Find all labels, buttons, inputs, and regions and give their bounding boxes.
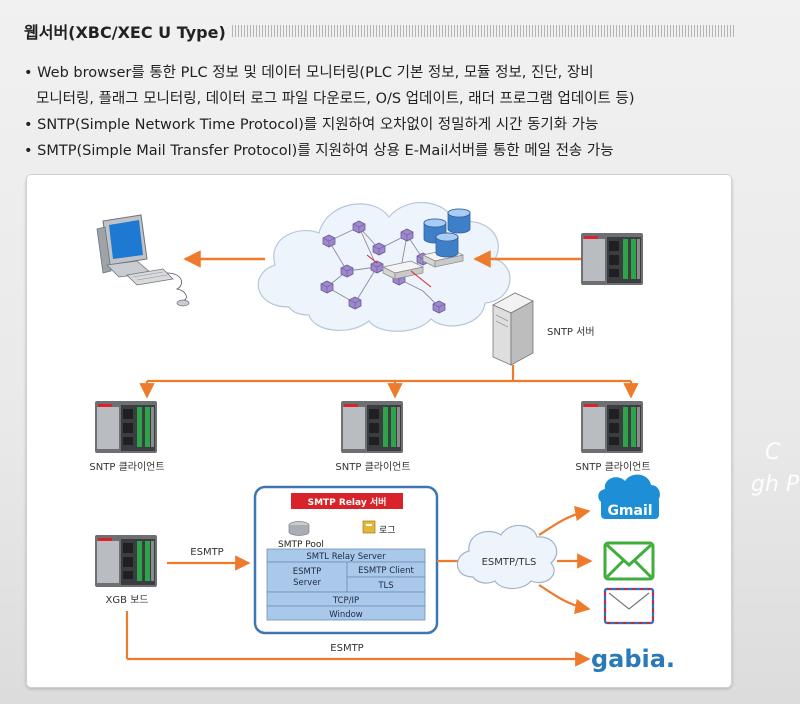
sntp-client-label-2: SNTP 클라이언트 xyxy=(335,461,410,473)
bullet-smtp: • SMTP(Simple Mail Transfer Protocol)를 지… xyxy=(24,143,614,159)
internet-cloud xyxy=(257,202,511,332)
sntp-distribution-lines xyxy=(139,365,639,399)
plc-web-server-icon xyxy=(581,233,643,285)
esmtp-tls-cloud xyxy=(456,524,558,590)
feature-list: • Web browser를 통한 PLC 정보 및 데이터 모니터링(PLC … xyxy=(24,60,764,164)
title-row: 웹서버(XBC/XEC U Type) xyxy=(24,14,734,48)
stack-tcpip: TCP/IP xyxy=(332,596,359,606)
xgb-board-label: XGB 보드 xyxy=(105,594,148,606)
stack-window: Window xyxy=(329,610,363,620)
sntp-client-plc-2 xyxy=(341,401,403,453)
log-label: 로그 xyxy=(379,526,396,536)
log-icon xyxy=(362,520,376,534)
gmail-label: Gmail xyxy=(607,503,652,519)
relay-title: SMTP Relay 서버 xyxy=(308,496,387,508)
bullet-web-browser-cont: 모니터링, 플래그 모니터링, 데이터 로그 파일 다운로드, O/S 업데이트… xyxy=(36,91,635,107)
gabia-logo: gabia. xyxy=(591,645,675,673)
green-mail-icon xyxy=(603,541,655,581)
diagram-panel: SNTP 서버 SNTP 클라이언트 SNTP 클라이언트 SNTP 클라이언트… xyxy=(26,174,732,688)
smtp-pool-icon xyxy=(288,521,310,536)
smtp-pool-label: SMTP Pool xyxy=(278,540,324,550)
page-title: 웹서버(XBC/XEC U Type) xyxy=(24,23,226,42)
sntp-server-icon xyxy=(492,292,534,366)
stack-tls: TLS xyxy=(377,581,393,591)
xgb-board-plc xyxy=(95,535,157,587)
sntp-server-label: SNTP 서버 xyxy=(547,326,595,338)
esmtp-tls-label: ESMTP/TLS xyxy=(482,557,537,568)
airmail-envelope-icon xyxy=(603,587,655,625)
sntp-client-label-3: SNTP 클라이언트 xyxy=(575,461,650,473)
sntp-client-label-1: SNTP 클라이언트 xyxy=(89,461,164,473)
smtp-relay-server-box: SMTP Relay 서버 SMTP Pool 로그 SMTL Relay Se… xyxy=(253,485,439,635)
esmtp-bottom-line xyxy=(125,611,591,667)
sntp-client-plc-1 xyxy=(95,401,157,453)
stack-esmtp-server-2: Server xyxy=(293,578,321,588)
esmtp-label-lower: ESMTP xyxy=(330,643,363,654)
stack-esmtp-client: ESMTP Client xyxy=(358,566,414,576)
stack-relay-server: SMTL Relay Server xyxy=(306,552,386,562)
bullet-sntp: • SNTP(Simple Network Time Protocol)를 지원… xyxy=(24,117,599,133)
mail-arrows xyxy=(538,505,593,615)
network-diagram: SNTP 서버 SNTP 클라이언트 SNTP 클라이언트 SNTP 클라이언트… xyxy=(89,202,675,673)
computer-icon xyxy=(96,214,190,307)
stack-esmtp-server-1: ESMTP xyxy=(293,567,321,577)
background-decoration: C gh P xyxy=(751,440,800,497)
title-decoration xyxy=(231,25,734,37)
esmtp-label-upper: ESMTP xyxy=(190,547,223,558)
gmail-icon: Gmail xyxy=(598,474,660,519)
bullet-web-browser: • Web browser를 통한 PLC 정보 및 데이터 모니터링(PLC … xyxy=(24,65,594,81)
sntp-client-plc-3 xyxy=(581,401,643,453)
